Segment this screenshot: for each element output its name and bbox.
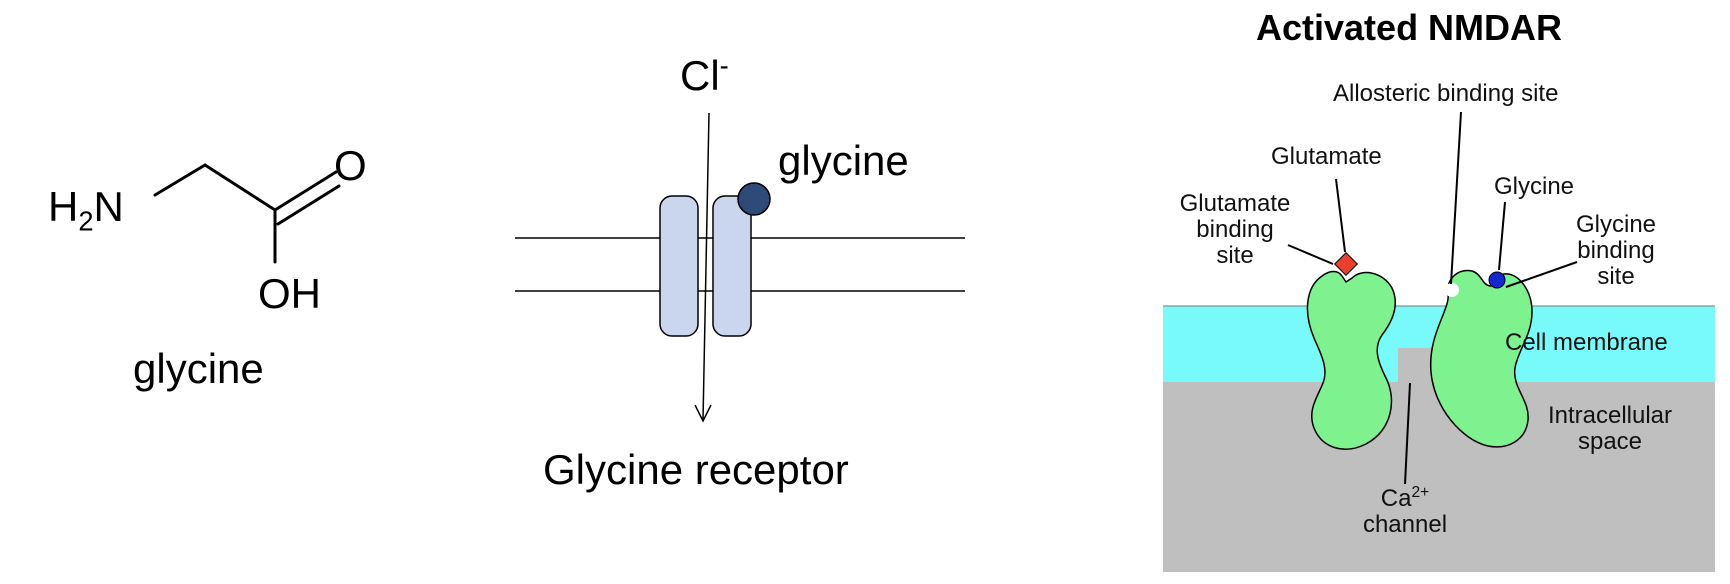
calcium-ion-line: Ca2+ xyxy=(1345,480,1465,512)
chloride-flow-arrow xyxy=(694,112,712,423)
hydroxyl-label: OH xyxy=(258,270,321,317)
glutamate-site-line1: Glutamate xyxy=(1179,190,1291,217)
glycine-label: Glycine xyxy=(1494,173,1575,200)
calcium-symbol: Ca xyxy=(1380,485,1412,512)
nmdar-title: Activated NMDAR xyxy=(1256,7,1563,48)
glutamate-site-label: Glutamate binding site xyxy=(1175,191,1295,269)
glycine-ligand-dot xyxy=(737,182,771,216)
allosteric-site-label: Allosteric binding site xyxy=(1333,80,1559,107)
chloride-charge: - xyxy=(719,50,729,81)
cell-membrane-label: Cell membrane xyxy=(1505,329,1668,356)
amine-h: H xyxy=(48,183,79,230)
glycine-site-line2: binding xyxy=(1577,237,1655,264)
glutamate-site-line2: binding xyxy=(1196,216,1274,243)
glutamate-label: Glutamate xyxy=(1271,143,1382,170)
nmdar-subunit-left xyxy=(1306,270,1396,450)
receptor-subunit-left xyxy=(659,195,699,337)
glycine-site-line1: Glycine xyxy=(1575,211,1657,238)
carbonyl-oxygen-label: O xyxy=(334,142,367,189)
intracellular-line1: Intracellular xyxy=(1547,402,1673,429)
calcium-channel-label: Ca2+ channel xyxy=(1345,480,1465,538)
channel-word: channel xyxy=(1362,511,1448,538)
amine-group-label: H2N xyxy=(48,183,124,237)
intracellular-region xyxy=(1163,382,1715,572)
glycine-bonds xyxy=(153,163,341,264)
glutamate-site-line3: site xyxy=(1216,242,1254,269)
nmdar-leader-lines xyxy=(1287,111,1578,485)
allosteric-notch xyxy=(1445,283,1459,297)
amine-n: N xyxy=(93,183,124,230)
receptor-ligand-label: glycine xyxy=(778,137,909,184)
calcium-charge: 2+ xyxy=(1411,484,1430,501)
glycine-site-line3: site xyxy=(1597,263,1635,290)
nmdar-subunit-right xyxy=(1429,269,1533,448)
amine-subscript: 2 xyxy=(78,205,94,237)
glycine-receptor-caption: Glycine receptor xyxy=(543,446,849,493)
glycine-structure-caption: glycine xyxy=(133,345,264,392)
chloride-symbol: Cl xyxy=(680,52,720,99)
intracellular-label: Intracellular space xyxy=(1540,403,1680,455)
glutamate-ligand xyxy=(1333,251,1359,277)
glycine-ligand xyxy=(1488,271,1506,289)
intracellular-line2: space xyxy=(1577,428,1643,455)
chloride-ion-label: Cl- xyxy=(680,50,729,100)
glycine-site-label: Glycine binding site xyxy=(1560,212,1672,290)
receptor-subunit-right xyxy=(712,195,752,337)
